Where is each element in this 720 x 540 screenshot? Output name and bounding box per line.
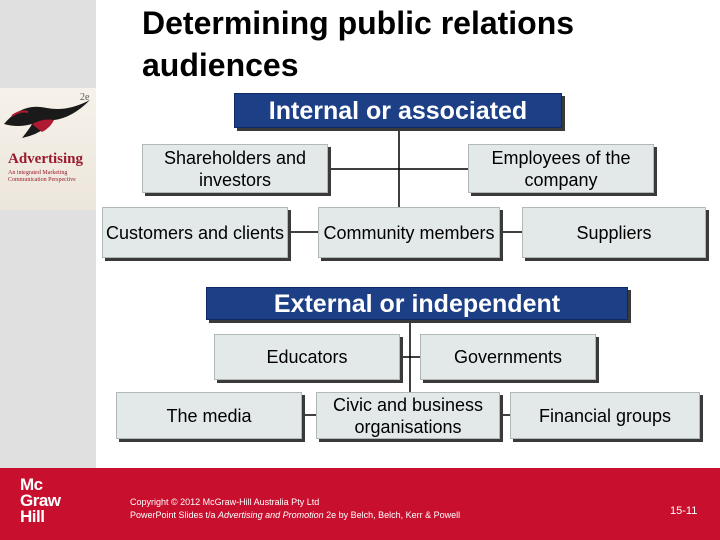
community-box: Community members xyxy=(318,207,500,258)
bird-illustration xyxy=(4,100,90,138)
governments-box: Governments xyxy=(420,334,596,380)
internal-associated-header: Internal or associated xyxy=(234,93,562,128)
educators-box: Educators xyxy=(214,334,400,380)
book-edition: 2e xyxy=(80,92,90,103)
copyright-line-1: Copyright © 2012 McGraw-Hill Australia P… xyxy=(130,497,320,507)
copyright-notice: Copyright © 2012 McGraw-Hill Australia P… xyxy=(130,496,460,522)
external-independent-header: External or independent xyxy=(206,287,628,320)
employees-box: Employees of the company xyxy=(468,144,654,193)
suppliers-box: Suppliers xyxy=(522,207,706,258)
book-title: Advertising xyxy=(8,151,83,167)
page-number: 15-11 xyxy=(670,505,698,517)
customers-box: Customers and clients xyxy=(102,207,288,258)
financial-groups-box: Financial groups xyxy=(510,392,700,439)
civic-business-box: Civic and business organisations xyxy=(316,392,500,439)
left-sidebar-strip xyxy=(0,0,96,468)
mcgraw-hill-logo: Mc Graw Hill xyxy=(20,475,61,526)
footer-bar xyxy=(0,468,720,540)
shareholders-box: Shareholders and investors xyxy=(142,144,328,193)
book-cover-image: 2e Advertising An integrated Marketing C… xyxy=(0,88,96,210)
book-subtitle: An integrated Marketing Communication Pe… xyxy=(8,170,76,183)
media-box: The media xyxy=(116,392,302,439)
slide-title: Determining public relations audiences xyxy=(142,5,575,83)
copyright-line-2: PowerPoint Slides t/a Advertising and Pr… xyxy=(130,510,461,520)
